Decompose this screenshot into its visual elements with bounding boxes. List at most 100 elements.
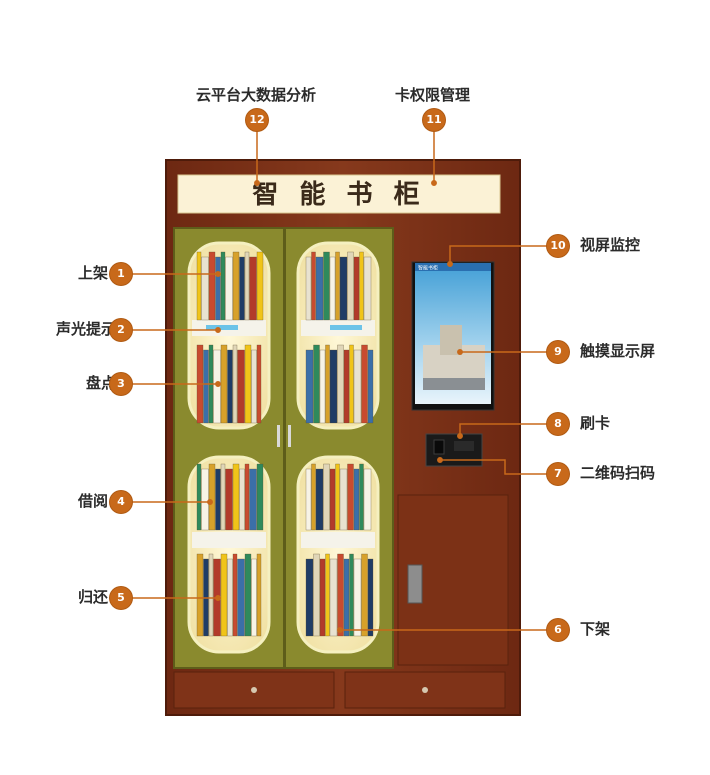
- lock-panel: [407, 564, 423, 604]
- book-spine: [305, 558, 314, 637]
- book-spine: [220, 344, 228, 424]
- book-spine: [256, 463, 264, 531]
- callout-label-5: 归还: [78, 588, 109, 606]
- callout-label-7: 二维码扫码: [580, 464, 656, 482]
- callout-badge-7: 7: [547, 463, 569, 485]
- book-spine: [227, 349, 233, 424]
- book-spine: [196, 463, 202, 531]
- book-spine: [311, 463, 316, 531]
- book-spine: [305, 468, 312, 531]
- book-spine: [249, 468, 257, 531]
- book-spine: [244, 344, 252, 424]
- book-spine: [251, 349, 257, 424]
- book-spine: [329, 349, 338, 424]
- book-spine: [335, 251, 340, 321]
- book-spine: [339, 256, 348, 321]
- book-spine: [343, 349, 350, 424]
- book-spine: [203, 349, 209, 424]
- leader-dot-6: [337, 627, 343, 633]
- book-spine: [225, 468, 233, 531]
- book-spine: [237, 349, 245, 424]
- callout-label-11: 卡权限管理: [395, 86, 471, 104]
- callout-badge-1: 1: [110, 263, 132, 285]
- book-spine: [239, 256, 245, 321]
- card-reader: [425, 433, 483, 467]
- callout-label-6: 下架: [580, 620, 611, 638]
- callout-badge-8: 8: [547, 413, 569, 435]
- leader-dot-4: [207, 499, 213, 505]
- book-spine: [313, 344, 320, 424]
- callout-badge-2: 2: [110, 319, 132, 341]
- book-spine: [325, 344, 330, 424]
- leader-dot-11: [431, 180, 437, 186]
- leader-lines: [132, 131, 547, 633]
- book-spine: [244, 463, 250, 531]
- book-spine: [311, 251, 316, 321]
- callout-badge-3: 3: [110, 373, 132, 395]
- book-spine: [349, 553, 354, 637]
- book-spine: [367, 558, 374, 637]
- book-spine: [239, 468, 245, 531]
- callout-label-9: 触摸显示屏: [580, 342, 656, 360]
- leader-line-10: [449, 245, 547, 264]
- callout-badge-9: 9: [547, 341, 569, 363]
- callout-label-3: 盘点: [86, 374, 117, 392]
- book-spine: [339, 468, 348, 531]
- book-spine: [329, 256, 336, 321]
- book-spine: [251, 558, 257, 637]
- leader-dot-10: [447, 261, 453, 267]
- leader-dot-8: [457, 433, 463, 439]
- book-spine: [220, 251, 226, 321]
- leader-dot-5: [215, 595, 221, 601]
- book-spine: [201, 256, 209, 321]
- callout-badge-6: 6: [547, 619, 569, 641]
- touch-screen: 智能书柜: [411, 261, 495, 411]
- book-spine: [201, 468, 209, 531]
- book-spine: [232, 251, 240, 321]
- callout-badge-11: 11: [423, 109, 445, 131]
- book-spine: [232, 553, 238, 637]
- book-spine: [353, 558, 362, 637]
- leader-dot-3: [215, 381, 221, 387]
- book-spine: [315, 468, 324, 531]
- book-spine: [237, 558, 245, 637]
- callout-label-8: 刷卡: [580, 414, 611, 432]
- leader-dot-7: [437, 457, 443, 463]
- book-spine: [359, 463, 364, 531]
- screen-header: 智能书柜: [418, 265, 438, 272]
- book-spine: [363, 256, 372, 321]
- book-spine: [208, 251, 216, 321]
- book-spine: [323, 251, 330, 321]
- book-spine: [319, 558, 326, 637]
- book-spine: [313, 553, 320, 637]
- callout-badge-5: 5: [110, 587, 132, 609]
- book-spine: [353, 468, 360, 531]
- book-spine: [215, 256, 221, 321]
- book-spine: [329, 468, 336, 531]
- book-spine: [244, 251, 250, 321]
- leader-line-7: [440, 459, 547, 475]
- book-spine: [367, 349, 374, 424]
- leader-dot-12: [254, 180, 260, 186]
- sign-board: [177, 174, 501, 214]
- book-spine: [232, 344, 238, 424]
- book-spine: [353, 256, 360, 321]
- book-spine: [361, 344, 368, 424]
- book-spine: [335, 463, 340, 531]
- book-spine: [315, 256, 324, 321]
- book-spine: [343, 558, 350, 637]
- callout-badge-4: 4: [110, 491, 132, 513]
- books: [196, 251, 374, 637]
- callout-label-12: 云平台大数据分析: [196, 86, 317, 104]
- book-spine: [256, 344, 262, 424]
- book-spine: [323, 463, 330, 531]
- book-spine: [196, 251, 202, 321]
- book-spine: [305, 349, 314, 424]
- leader-dot-2: [215, 327, 221, 333]
- callout-label-2: 声光提示: [56, 320, 117, 338]
- book-spine: [325, 553, 330, 637]
- callout-badge-12: 12: [246, 109, 268, 131]
- book-spine: [249, 256, 257, 321]
- book-spine: [256, 251, 264, 321]
- book-spine: [232, 463, 240, 531]
